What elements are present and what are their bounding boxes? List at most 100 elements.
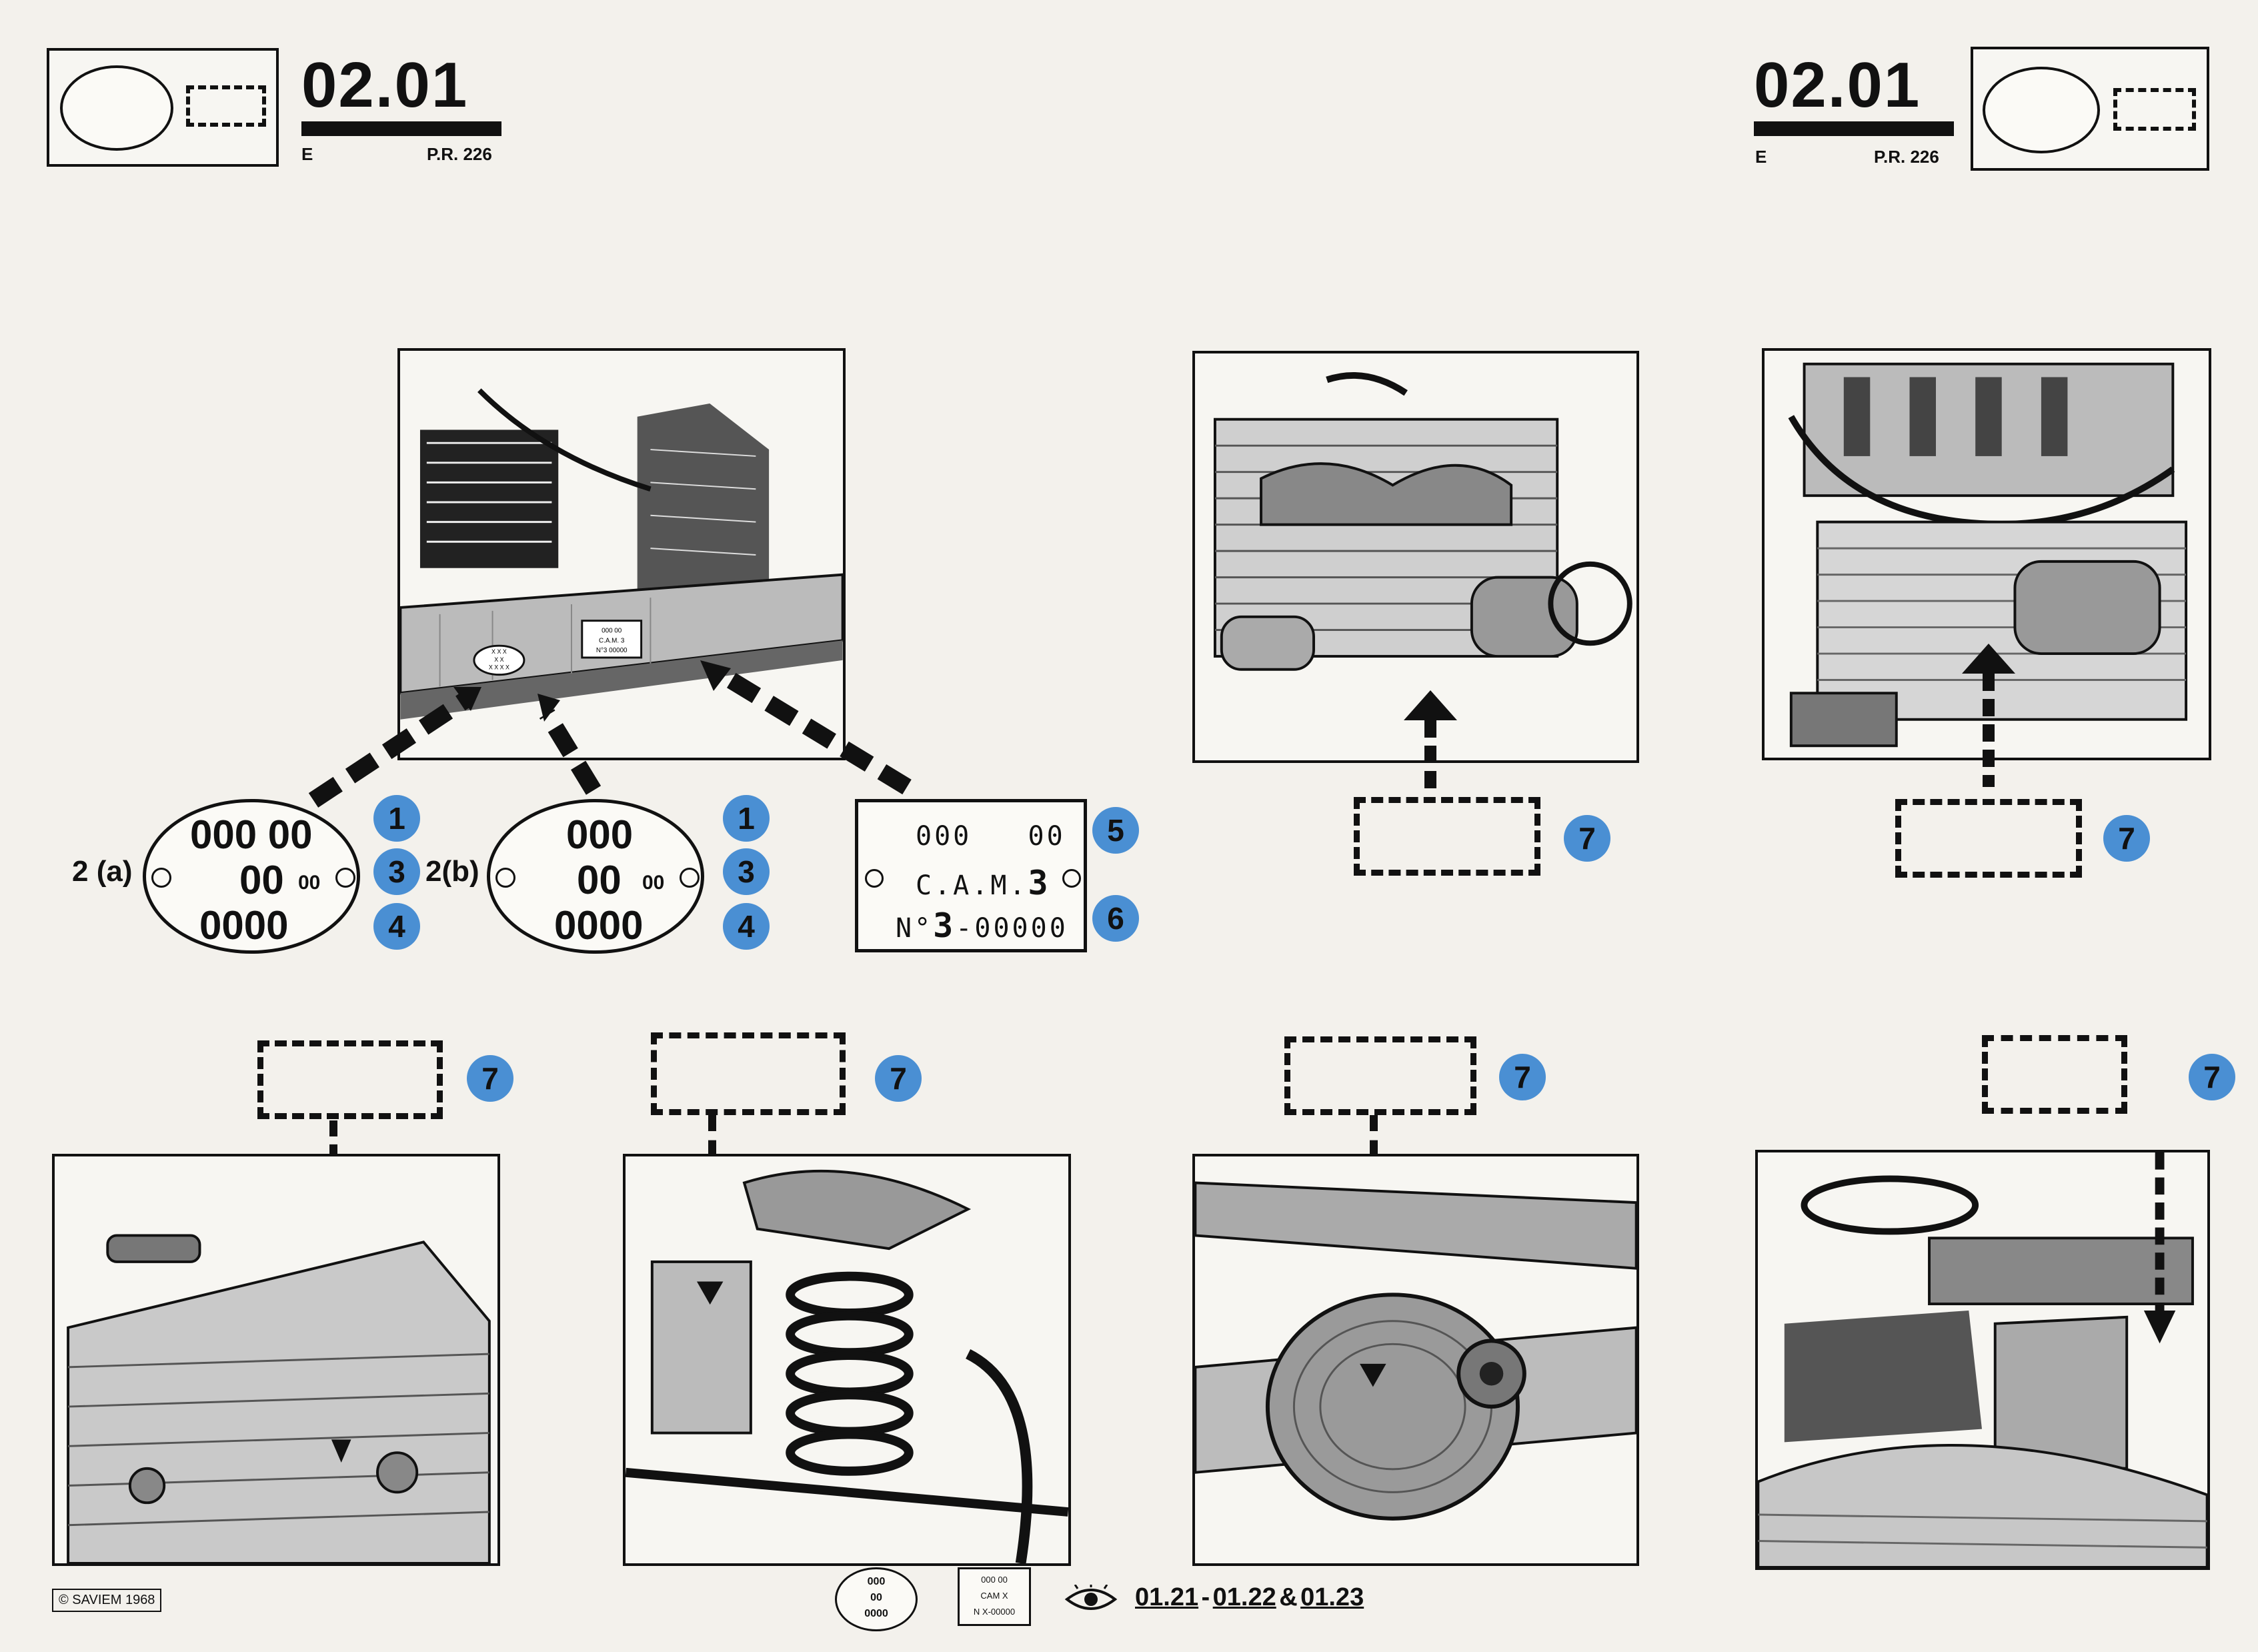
badge-6: 6	[1092, 895, 1139, 942]
footer-oval-plate-icon: 000 00 0000	[835, 1567, 918, 1631]
footer-dash: -	[1201, 1583, 1210, 1611]
footer-rect-l2: CAM X	[980, 1591, 1008, 1601]
plate-a-hole-left-icon	[151, 868, 171, 888]
footer-rect-l1: 000 00	[981, 1575, 1008, 1585]
suspension-photo	[623, 1154, 1071, 1566]
cam-line2-prefix: C.A.M.	[916, 870, 1028, 901]
photo-plate-l3: X X X X	[489, 664, 509, 671]
logo-oval-icon-right	[1983, 67, 2100, 153]
badge-7-engine-right: 7	[2103, 815, 2150, 862]
cam-line1: 000 00	[916, 821, 1066, 852]
plate-b-line2-small: 00	[642, 872, 665, 894]
rear-axle-photo	[1192, 1154, 1639, 1566]
footer-oval-l2: 00	[870, 1592, 882, 1603]
cam-line3-prefix: N°	[896, 913, 934, 944]
photo-plate-r2: C.A.M. 3	[599, 637, 625, 644]
footer-refs: 01.21 - 01.22 & 01.23	[1135, 1583, 1364, 1612]
plate-a-line2-small: 00	[298, 872, 321, 894]
rear-axle-illustration	[1195, 1156, 1636, 1563]
badge-3b: 3	[723, 848, 770, 895]
location-box-cab	[1982, 1035, 2127, 1114]
cab-illustration	[1758, 1152, 2207, 1567]
arrow-engine-left	[1404, 690, 1457, 790]
badge-4b: 4	[723, 903, 770, 950]
location-box-engine-right	[1895, 799, 2082, 878]
footer-ref-0122[interactable]: 01.22	[1212, 1583, 1276, 1611]
header-ref-left: P.R. 226	[427, 144, 492, 164]
badge-1a: 1	[373, 795, 420, 842]
chassis-illustration: X X X X X X X X X 000 00 C.A.M. 3 N°3 00…	[400, 351, 843, 758]
badge-4a: 4	[373, 903, 420, 950]
header-bar-right	[1754, 121, 1954, 136]
badge-7-gearbox: 7	[467, 1055, 513, 1102]
plate-a-line3: 0000	[199, 903, 289, 948]
page-code-bold-right: 02.	[1754, 49, 1847, 121]
copyright: © SAVIEM 1968	[52, 1589, 162, 1612]
location-box-gearbox	[257, 1040, 443, 1119]
badge-7-suspension: 7	[875, 1055, 922, 1102]
photo-plate-r3: N°3 00000	[596, 647, 628, 654]
cam-line3: N°3-00000	[896, 906, 1068, 945]
suspension-illustration	[626, 1156, 1068, 1563]
plate-b-hole-right-icon	[680, 868, 700, 888]
plate-a-hole-right-icon	[335, 868, 355, 888]
cam-line2-num: 3	[1028, 864, 1051, 902]
logo-dashed-rect-icon-right	[2113, 88, 2196, 131]
gearbox-photo	[52, 1154, 500, 1566]
engine-left-illustration	[1195, 353, 1636, 760]
footer-ref-0121[interactable]: 01.21	[1135, 1583, 1199, 1611]
page-code-left: 02.01	[301, 53, 468, 117]
photo-plate-l2: X X	[494, 656, 503, 663]
badge-7-engine-left: 7	[1564, 815, 1610, 862]
plate-b-line3: 0000	[554, 903, 644, 948]
plate-a-line2: 00	[239, 858, 284, 902]
cam-plate: 000 00 C.A.M.3 N°3-00000	[855, 799, 1087, 952]
cam-line3-num: 3	[933, 906, 956, 945]
logo-oval-icon	[60, 65, 173, 151]
badge-5: 5	[1092, 807, 1139, 854]
footer-rect-plate-icon: 000 00 CAM X N X-00000	[958, 1567, 1031, 1626]
footer-ref-0123[interactable]: 01.23	[1300, 1583, 1364, 1611]
photo-plate-r1: 000 00	[602, 627, 622, 634]
header-logo-left	[47, 48, 279, 167]
location-box-suspension	[651, 1032, 846, 1115]
header-bar-left	[301, 121, 501, 136]
plate-b-oval: 000 00 00 0000	[487, 799, 704, 954]
cam-line3-rest: -00000	[956, 913, 1068, 944]
footer-rect-l3: N X-00000	[973, 1607, 1016, 1617]
eye-icon	[1064, 1585, 1118, 1610]
gearbox-illustration	[55, 1156, 497, 1563]
page-code-thin-right: 01	[1847, 49, 1921, 121]
footer-oval-l3: 0000	[864, 1608, 888, 1619]
plate-a-oval: 000 00 00 00 0000	[143, 799, 360, 954]
footer-amp: &	[1279, 1583, 1298, 1611]
page-code-thin: 01	[394, 49, 469, 121]
cam-line2: C.A.M.3	[916, 864, 1051, 902]
footer-oval-l1: 000	[867, 1576, 886, 1587]
logo-dashed-rect-icon	[186, 85, 266, 127]
plate-b-line1: 000	[566, 812, 634, 857]
header-logo-right	[1971, 47, 2209, 171]
location-box-axle	[1284, 1036, 1476, 1115]
page-code-right: 02.01	[1754, 53, 1921, 117]
arrow-engine-right	[1962, 644, 2015, 787]
badge-7-cab: 7	[2189, 1054, 2235, 1100]
cab-photo	[1755, 1150, 2210, 1570]
header-ref-right: P.R. 226	[1874, 147, 1939, 167]
plate-b-hole-left-icon	[495, 868, 515, 888]
plate-a-line1: 000 00	[190, 812, 313, 857]
location-box-engine-left	[1354, 797, 1540, 876]
plate-b-label: 2(b)	[425, 855, 479, 888]
badge-3a: 3	[373, 848, 420, 895]
photo-plate-l1: X X X	[491, 648, 507, 655]
header-lang-left: E	[301, 144, 313, 164]
engine-right-illustration	[1765, 351, 2209, 758]
page-code-bold: 02.	[301, 49, 395, 121]
engine-left-photo	[1192, 351, 1639, 763]
cam-hole-right-icon	[1062, 869, 1081, 888]
chassis-plate-photo: X X X X X X X X X 000 00 C.A.M. 3 N°3 00…	[397, 348, 846, 760]
plate-b-line2: 00	[577, 858, 622, 902]
badge-1b: 1	[723, 795, 770, 842]
engine-right-photo	[1762, 348, 2211, 760]
